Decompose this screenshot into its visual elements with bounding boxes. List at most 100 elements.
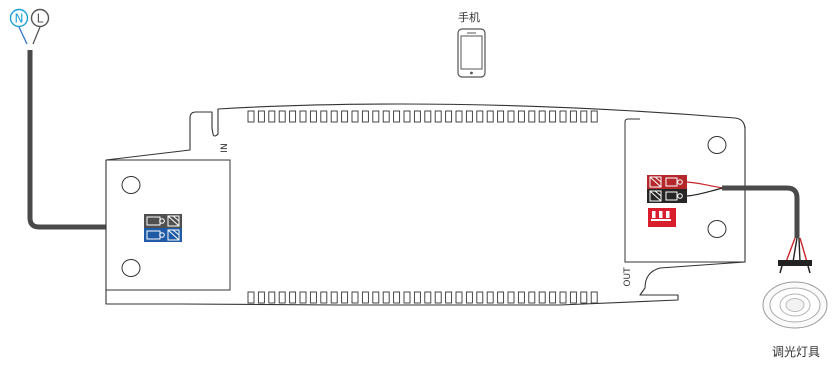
screw-terminal-icon: [649, 176, 683, 202]
mounting-hole-left-top: [121, 176, 141, 194]
vent-slot: [330, 110, 338, 123]
output-side-label: OUT: [623, 267, 633, 287]
vent-slot: [465, 291, 473, 304]
input-side-label: IN: [220, 143, 230, 152]
vent-slot: [309, 291, 317, 304]
vent-slot: [299, 110, 307, 123]
input-terminal-block: [144, 214, 182, 242]
neutral-label: N: [15, 12, 24, 26]
vent-slot: [434, 110, 442, 123]
vent-slot: [445, 291, 453, 304]
vent-slot: [455, 110, 463, 123]
vent-slot: [341, 110, 349, 123]
vent-slot: [382, 291, 390, 304]
screw-terminal-icon: [146, 215, 180, 241]
vent-slot: [528, 291, 536, 304]
vent-slot: [257, 291, 265, 304]
vent-slot: [268, 291, 276, 304]
vent-slot: [413, 110, 421, 123]
vent-slot: [517, 110, 525, 123]
neutral-wire: [18, 26, 28, 45]
output-terminal-block: [647, 175, 687, 203]
vent-slot: [403, 110, 411, 123]
vent-slot: [590, 291, 598, 304]
vent-slot: [559, 110, 567, 123]
vent-slot: [361, 110, 369, 123]
vent-slot: [393, 110, 401, 123]
vent-slot: [538, 110, 546, 123]
vent-slot: [257, 110, 265, 123]
vent-slot: [590, 110, 598, 123]
vent-slot: [486, 291, 494, 304]
output-cable: [722, 185, 800, 238]
lamp-label: 调光灯具: [772, 345, 820, 359]
vent-slot: [393, 291, 401, 304]
vent-slot: [569, 291, 577, 304]
vent-slot: [289, 291, 297, 304]
vent-slot: [580, 291, 588, 304]
mounting-hole-right-bottom: [707, 220, 727, 238]
mains-terminals: N L: [9, 8, 50, 45]
driver-housing: [105, 103, 746, 306]
vent-slot: [486, 110, 494, 123]
vent-slot: [413, 291, 421, 304]
vent-slot: [403, 291, 411, 304]
vent-slot: [497, 110, 505, 123]
vent-slot: [476, 291, 484, 304]
vent-slot: [351, 110, 359, 123]
vent-slot: [538, 291, 546, 304]
vent-slot: [320, 110, 328, 123]
vent-slot: [372, 110, 380, 123]
lamp-lead-wires: [785, 237, 808, 263]
vent-slot: [517, 291, 525, 304]
vent-slot: [382, 110, 390, 123]
output-wire-dark: [686, 187, 724, 197]
vent-slot: [465, 110, 473, 123]
vent-slot: [569, 110, 577, 123]
vent-slot: [549, 110, 557, 123]
mounting-hole-left-bottom: [121, 259, 141, 277]
live-terminal: [30, 8, 50, 28]
live-label: L: [37, 12, 44, 26]
mounting-hole-right-top: [707, 136, 727, 154]
vent-slot: [351, 291, 359, 304]
vent-slot: [549, 291, 557, 304]
vent-slot: [559, 291, 567, 304]
vent-slot: [361, 291, 369, 304]
vent-slot: [247, 291, 255, 304]
vent-slots-top: [247, 110, 598, 123]
output-mounting-plate: [624, 118, 746, 263]
vent-slot: [476, 110, 484, 123]
phone-label: 手机: [458, 10, 480, 24]
output-wire-red: [686, 181, 724, 189]
neutral-terminal: [9, 8, 29, 28]
vent-slot: [268, 110, 276, 123]
input-cable: [27, 50, 106, 230]
vent-slot: [330, 291, 338, 304]
vent-slot: [299, 291, 307, 304]
vent-slot: [507, 291, 515, 304]
dip-switch-icon: [648, 208, 676, 227]
input-mounting-plate: [106, 159, 231, 291]
vent-slot: [289, 110, 297, 123]
vent-slot: [455, 291, 463, 304]
vent-slot: [309, 110, 317, 123]
vent-slot: [341, 291, 349, 304]
smartphone-icon: 手机: [457, 10, 486, 78]
vent-slot: [247, 110, 255, 123]
vent-slot: [580, 110, 588, 123]
vent-slot: [528, 110, 536, 123]
vent-slot: [372, 291, 380, 304]
downlight-lamp-icon: [762, 260, 828, 329]
vent-slot: [434, 291, 442, 304]
vent-slot: [278, 110, 286, 123]
live-wire: [32, 26, 41, 45]
vent-slot: [445, 110, 453, 123]
vent-slot: [424, 110, 432, 123]
vent-slot: [278, 291, 286, 304]
vent-slot: [424, 291, 432, 304]
vent-slots-bottom: [247, 291, 598, 304]
vent-slot: [320, 291, 328, 304]
vent-slot: [507, 110, 515, 123]
